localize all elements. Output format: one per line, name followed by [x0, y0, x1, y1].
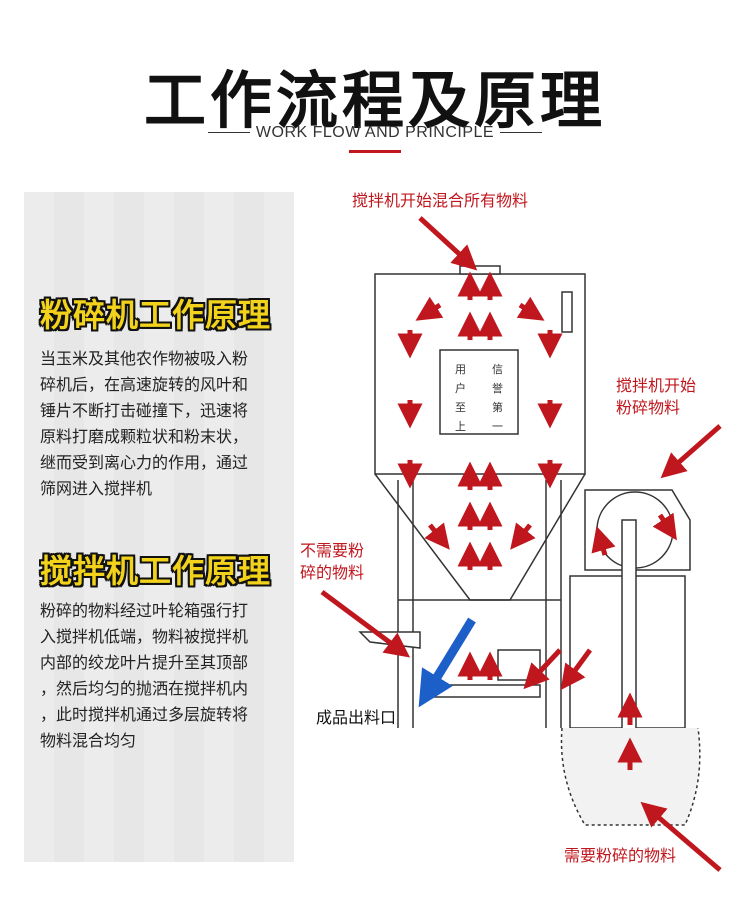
label-mix-all: 搅拌机开始混合所有物料	[352, 191, 529, 210]
mixer-principle-text: 粉碎的物料经过叶轮箱强行打 入搅拌机低端，物料被搅拌机 内部的绞龙叶片提升至其顶…	[40, 598, 288, 754]
plate-char: 用	[455, 363, 466, 376]
crusher-line: 碎机后，在高速旋转的风叶和	[40, 375, 249, 394]
mixer-cone	[374, 473, 586, 601]
label-start-crush-1: 搅拌机开始	[616, 376, 697, 395]
mixer-inlet	[459, 265, 501, 275]
page-subtitle: WORK FLOW AND PRINCIPLE	[0, 124, 750, 142]
mixer-line: 物料混合均匀	[40, 731, 137, 750]
label-outlet: 成品出料口	[316, 708, 397, 727]
flow-arrows	[320, 216, 722, 872]
plate-char: 誉	[492, 381, 503, 395]
mixer-line: 内部的绞龙叶片提升至其顶部	[40, 653, 249, 672]
plate-char: 至	[455, 401, 466, 414]
label-no-crush-1: 不需要粉	[300, 541, 365, 560]
feed-pit	[560, 727, 701, 826]
page-title: 工作流程及原理	[143, 64, 606, 137]
crusher-line: 原料打磨成颗粒状和粉末状，	[40, 427, 249, 446]
plate-char: 信	[492, 363, 503, 376]
crusher-line: 锤片不断打击碰撞下，迅速将	[40, 401, 249, 420]
crusher-line: 筛网进入搅拌机	[40, 479, 153, 498]
blue-discharge-arrow	[418, 617, 476, 708]
crusher-principle-heading: 粉碎机工作原理	[40, 296, 272, 334]
info-panel	[24, 192, 294, 862]
subtitle-dash-left	[207, 132, 250, 134]
plate-char: 一	[492, 420, 503, 433]
mixer-line: 粉碎的物料经过叶轮箱强行打	[40, 601, 249, 620]
plate-char: 第	[492, 400, 503, 414]
label-start-crush-2: 粉碎物料	[616, 398, 681, 417]
plate-char: 户	[455, 381, 466, 395]
subtitle-dash-right	[500, 132, 543, 134]
label-need-crush: 需要粉碎的物料	[564, 846, 677, 865]
subtitle-text: WORK FLOW AND PRINCIPLE	[255, 124, 495, 141]
crusher-principle-text: 当玉米及其他农作物被吸入粉 碎机后，在高速旋转的风叶和 锤片不断打击碰撞下，迅速…	[40, 346, 288, 502]
crusher-line: 当玉米及其他农作物被吸入粉	[40, 349, 249, 368]
plate-char: 上	[455, 420, 466, 433]
mixer-line: ，此时搅拌机通过多层旋转将	[40, 705, 249, 724]
crusher-line: 继而受到离心力的作用，通过	[40, 453, 249, 472]
mixer-line: 入搅拌机低端，物料被搅拌机	[40, 627, 249, 646]
name-plate	[439, 349, 519, 435]
side-window	[561, 291, 573, 333]
machine-diagram: 用 户 至 上 信 誉 第 一	[320, 216, 722, 872]
title-accent-bar	[349, 150, 401, 153]
label-no-crush-2: 碎的物料	[300, 563, 365, 582]
mixer-principle-heading: 搅拌机工作原理	[40, 552, 272, 590]
mixer-line: ，然后均匀的抛洒在搅拌机内	[40, 679, 249, 698]
